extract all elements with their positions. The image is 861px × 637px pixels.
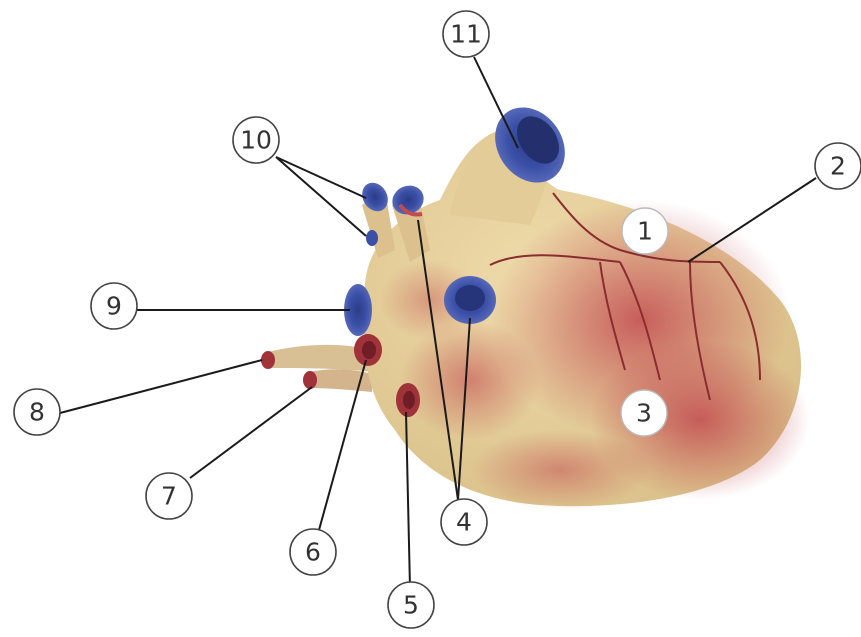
callout-10: 10 (233, 117, 279, 163)
heart-illustration (261, 94, 810, 510)
svg-text:8: 8 (29, 398, 45, 427)
svg-text:11: 11 (450, 20, 482, 49)
callout-5: 5 (388, 582, 434, 628)
callout-11: 11 (443, 11, 489, 57)
callout-8: 8 (14, 389, 60, 435)
svg-text:5: 5 (403, 591, 419, 620)
svg-text:4: 4 (456, 508, 472, 537)
svg-text:9: 9 (106, 292, 122, 321)
callout-9: 9 (91, 283, 137, 329)
callout-7: 7 (146, 473, 192, 519)
svg-text:10: 10 (240, 126, 272, 155)
svg-text:7: 7 (161, 482, 177, 511)
callout-2: 2 (815, 143, 861, 189)
callout-6: 6 (290, 529, 336, 575)
callout-1: 1 (622, 208, 668, 254)
callout-4: 4 (441, 499, 487, 545)
svg-text:3: 3 (636, 399, 652, 428)
svg-text:1: 1 (637, 217, 653, 246)
svg-text:2: 2 (830, 152, 846, 181)
svg-text:6: 6 (305, 538, 321, 567)
callout-3: 3 (621, 390, 667, 436)
